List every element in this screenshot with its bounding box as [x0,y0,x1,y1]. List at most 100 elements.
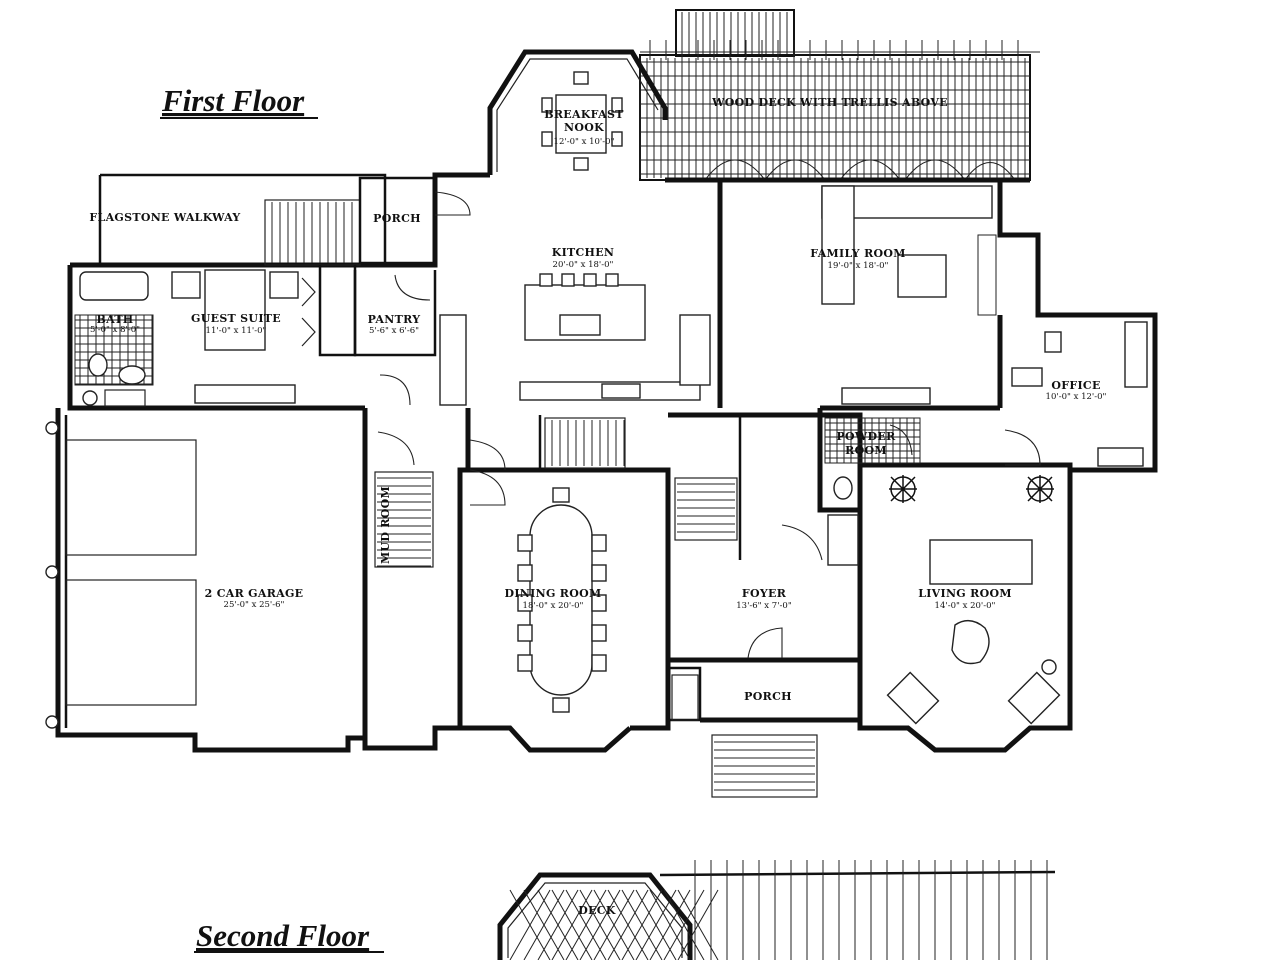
deck-lattice [663,889,705,960]
exterior-walls [55,172,1158,753]
stool [605,273,619,287]
family-room-furniture [821,185,997,405]
tv-console [841,387,931,405]
armchair [1007,671,1061,725]
dining-chair [591,594,607,612]
powder-room-label-2: ROOM [845,444,887,457]
powder-room-fixtures [824,417,921,500]
nook-chair [541,131,553,147]
garage-post [45,715,59,729]
bath-fixtures [74,271,154,407]
living-room-label: LIVING ROOM [918,587,1012,600]
guest-suite-dims: 11'-0" x 11'-0" [206,326,267,336]
deck-lattice [509,889,551,960]
deck-lattice [635,889,677,960]
office-chair [1044,331,1062,353]
side-table [1041,659,1057,675]
first-floor-title: First Floor [161,83,305,118]
nook-chair [611,131,623,147]
plant-icon [1026,475,1054,503]
mud-room-label: MUD ROOM [379,486,392,564]
dining-chair [517,534,533,552]
nightstand [171,271,201,299]
dining-chair [591,534,607,552]
deck-lattice [579,889,621,960]
nook-chair [573,157,589,171]
upper-deck-label: DECK [578,904,616,917]
family-room-label: FAMILY ROOM [810,247,906,260]
wood-deck-trellis [639,9,1040,181]
bath-dims: 5'-0" x 8'-0" [90,325,140,335]
dining-table [529,504,593,696]
kitchen-fixtures [519,273,711,401]
stool [583,273,597,287]
dining-chair [517,624,533,642]
bench [1097,447,1144,467]
dining-room-dims: 18'-0" x 20'-0" [523,601,584,611]
breakfast-nook-dims: 12'-0" x 10'-0" [554,137,615,147]
washer [82,390,98,406]
nook-chair [573,71,589,85]
deck-lattice [565,889,607,960]
nook-chair [611,97,623,113]
dining-chair [517,564,533,582]
deck-lattice [523,889,565,960]
fridge-counter [679,314,711,386]
sink [118,365,146,385]
sofa [821,185,855,305]
foyer-dims: 13'-6" x 7'-0" [736,601,792,611]
guest-suite-label: GUEST SUITE [191,312,281,325]
kitchen-dims: 20'-0" x 18'-0" [553,260,614,270]
second-floor-title: Second Floor [196,918,370,953]
foyer-closet [827,514,859,566]
room-labels: BREAKFAST NOOK 12'-0" x 10'-0" WOOD DECK… [89,96,1106,917]
garage-post [45,421,59,435]
front-porch-label: PORCH [744,690,792,703]
toilet [88,353,108,377]
flagstone-walkway-label: FLAGSTONE WALKWAY [89,211,240,224]
pantry-walls [353,270,467,406]
dining-chair [552,487,570,503]
powder-toilet [833,476,853,500]
deck-lattice [649,889,691,960]
dining-chair [591,624,607,642]
living-sofa [929,539,1033,585]
rear-porch-label: PORCH [373,212,421,225]
kitchen-sink [559,314,601,336]
garage-post [45,565,59,579]
deck-lattice [607,889,649,960]
deck-lattice [621,889,663,960]
family-room-dims: 19'-0" x 18'-0" [828,261,889,271]
nightstand [269,271,299,299]
garage-details [45,421,197,729]
nook-table [555,94,607,154]
bed [204,269,266,351]
deck-lattice [593,889,635,960]
pantry-dims: 5'-6" x 6'-6" [369,326,419,336]
breakfast-nook-walls [487,49,668,175]
dining-room-furniture [517,487,607,713]
breakfast-nook-label: BREAKFAST [544,108,624,121]
office-label: OFFICE [1051,379,1100,392]
foyer-label: FOYER [742,587,787,600]
deck-stair [675,9,795,57]
living-room-dims: 14'-0" x 20'-0" [935,601,996,611]
ottoman [897,254,947,298]
foyer-details [747,514,859,659]
cooktop [601,383,641,399]
powder-room-label: POWDER [836,430,896,443]
rear-stair [264,176,471,266]
living-room-furniture [886,475,1061,725]
plant-icon [889,475,917,503]
guest-suite-furniture [171,265,357,404]
dresser [194,384,296,404]
dining-chair [591,654,607,672]
deck-lattice [551,889,593,960]
second-floor-preview [497,860,1056,960]
kitchen-label: KITCHEN [552,246,615,259]
dining-chair [591,564,607,582]
main-stair [469,417,823,561]
wood-deck-label: WOOD DECK WITH TRELLIS ABOVE [711,96,948,109]
armchair [886,671,940,725]
